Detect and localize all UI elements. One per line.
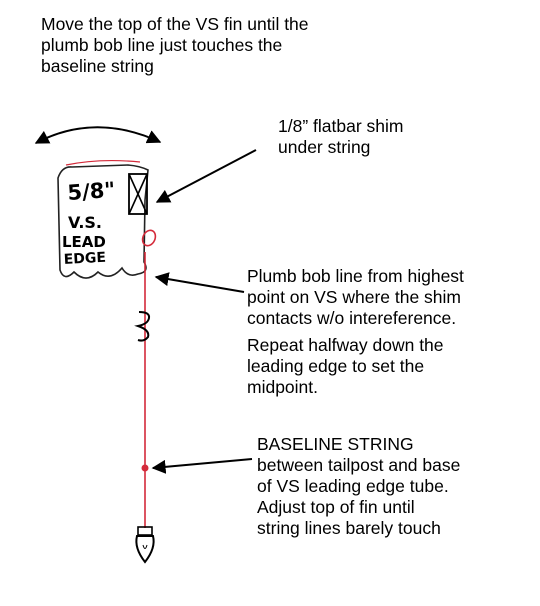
line-break-squiggle [134,311,151,342]
callout-arrow-icon [155,149,257,203]
shim-line-1: 1/8” flatbar shim [278,116,404,136]
shim-callout-text: 1/8” flatbar shim under string [278,116,403,158]
plumb-callout-text: Plumb bob line from highest point on VS … [247,266,464,398]
baseline-line-2: between tailpost and base [257,455,461,475]
fin-label-vs: V.S. [68,213,102,232]
title-line-2: plumb bob line just touches the [41,35,283,55]
fin-label-edge: EDGE [63,250,106,268]
plumb-line-3: contacts w/o intereference. [247,308,457,328]
size-label: 5/8" [67,178,116,205]
title-line-3: baseline string [41,56,154,76]
baseline-line-1: BASELINE STRING [257,434,414,454]
fin-label-lead: LEAD [62,233,106,251]
plumb-line-2: point on VS where the shim [247,287,462,307]
shim-line-2: under string [278,137,371,157]
repeat-line-2: leading edge to set the [247,356,425,376]
title-line-1: Move the top of the VS fin until the [41,14,309,34]
callout-arrow-icon [151,458,253,474]
plumb-line-1: Plumb bob line from highest [247,266,464,286]
instruction-title: Move the top of the VS fin until the plu… [41,14,309,77]
baseline-line-3: of VS leading edge tube. [257,476,449,496]
double-arrow-icon [34,126,162,144]
baseline-line-4: Adjust top of fin until [257,497,415,517]
shim-cross [128,173,148,215]
shim-box [128,173,148,215]
repeat-line-3: midpoint. [247,377,319,397]
baseline-callout-text: BASELINE STRING between tailpost and bas… [257,434,460,539]
baseline-line-5: string lines barely touch [257,518,441,538]
fin-top-edge [65,159,141,166]
plumb-bob-icon [135,526,155,564]
repeat-line-1: Repeat halfway down the [247,335,444,355]
callout-arrow-icon [154,272,245,293]
fin-outline [57,164,149,279]
baseline-string-dot [141,464,149,472]
shim-contact-mark [141,229,157,247]
